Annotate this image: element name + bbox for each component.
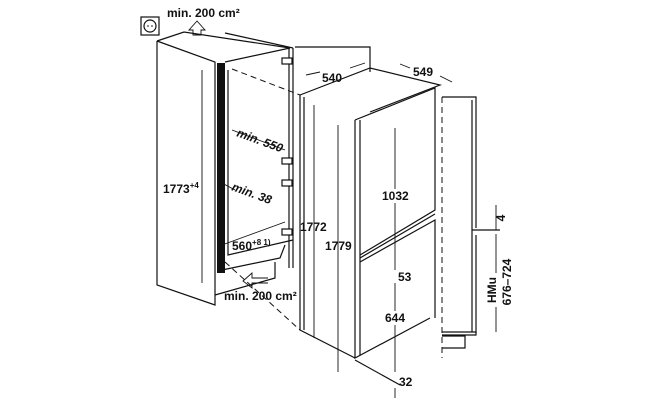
hmu-range-label: 676–724 (500, 258, 514, 305)
lower-door-label: 644 (385, 311, 405, 325)
airflow-in-arrow-icon (242, 271, 268, 289)
total-height-label: 1779 (325, 239, 352, 253)
niche-height-label: 1773+4 (163, 181, 199, 196)
appliance (299, 67, 443, 386)
door-offset-label: 4 (494, 214, 508, 221)
back-gap-label: min. 38 (230, 180, 274, 207)
upper-door-label: 1032 (382, 189, 409, 203)
appliance-height-label: 1772 (300, 220, 327, 234)
bottom-gap-label: 32 (399, 375, 413, 389)
socket-icon (140, 16, 160, 36)
hmu-label: HMu (485, 277, 499, 303)
side-detail (441, 96, 500, 358)
niche-depth-label: min. 550 (235, 126, 285, 156)
niche-cabinet (156, 31, 301, 331)
vent-top-label: min. 200 cm² (167, 6, 240, 20)
appliance-width-label: 540 (322, 71, 342, 85)
niche-width-label: 560+8 1) (232, 238, 271, 253)
vent-bottom-label: min. 200 cm² (224, 289, 297, 303)
appliance-depth-label: 549 (413, 65, 433, 79)
door-gap-label: 53 (398, 270, 412, 284)
